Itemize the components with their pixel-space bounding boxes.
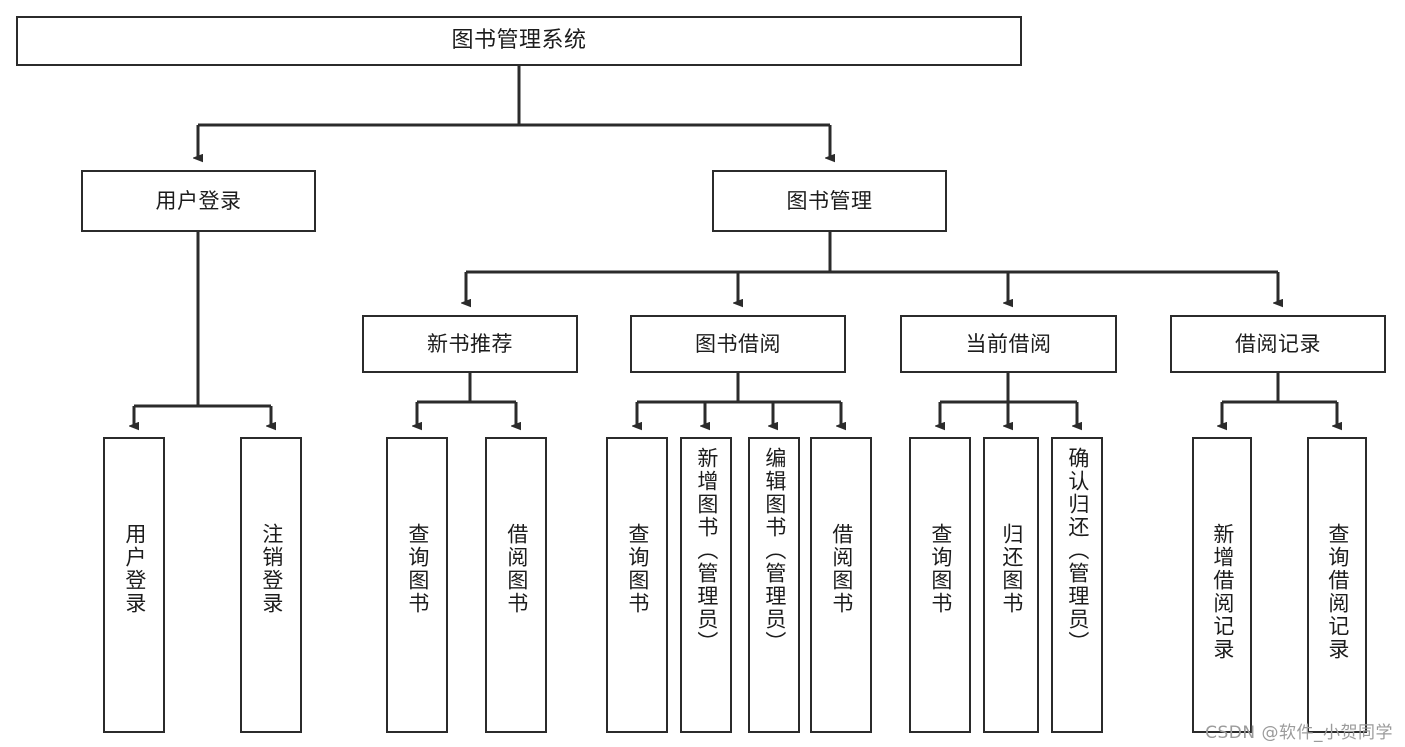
node-label: 查询借阅记录	[1325, 523, 1350, 661]
node-label: 借阅图书	[504, 523, 529, 615]
node-new-book-recommend[interactable]: 新书推荐	[362, 315, 578, 373]
node-label: 确认归还（管理员）	[1065, 447, 1090, 654]
node-label: 注销登录	[259, 523, 284, 615]
node-user-login[interactable]: 用户登录	[81, 170, 316, 232]
leaf-book-borrow-edit-book-admin[interactable]: 编辑图书（管理员）	[748, 437, 800, 733]
node-label: 查询图书	[625, 523, 650, 615]
leaf-new-book-query-book[interactable]: 查询图书	[386, 437, 448, 733]
node-label: 查询图书	[928, 523, 953, 615]
node-book-management[interactable]: 图书管理	[712, 170, 947, 232]
leaf-book-borrow-query-book[interactable]: 查询图书	[606, 437, 668, 733]
node-root-book-management-system[interactable]: 图书管理系统	[16, 16, 1022, 66]
leaf-current-borrow-query-book[interactable]: 查询图书	[909, 437, 971, 733]
node-label: 新书推荐	[427, 331, 513, 356]
node-label: 借阅记录	[1235, 331, 1321, 356]
leaf-new-book-borrow-book[interactable]: 借阅图书	[485, 437, 547, 733]
node-label: 用户登录	[155, 188, 242, 213]
node-label: 编辑图书（管理员）	[762, 447, 787, 654]
node-current-borrow[interactable]: 当前借阅	[900, 315, 1117, 373]
leaf-current-borrow-confirm-return-admin[interactable]: 确认归还（管理员）	[1051, 437, 1103, 733]
leaf-borrow-record-query-record[interactable]: 查询借阅记录	[1307, 437, 1367, 733]
node-label: 归还图书	[999, 523, 1024, 615]
leaf-user-login-logout[interactable]: 注销登录	[240, 437, 302, 733]
node-label: 新增图书（管理员）	[694, 447, 719, 654]
leaf-book-borrow-borrow-book[interactable]: 借阅图书	[810, 437, 872, 733]
node-borrow-record[interactable]: 借阅记录	[1170, 315, 1386, 373]
csdn-watermark: CSDN @软件_小贺同学	[1205, 723, 1393, 743]
node-label: 图书管理	[786, 188, 873, 213]
node-label: 当前借阅	[965, 331, 1052, 356]
leaf-user-login-login[interactable]: 用户登录	[103, 437, 165, 733]
leaf-current-borrow-return-book[interactable]: 归还图书	[983, 437, 1039, 733]
node-label: 查询图书	[405, 523, 430, 615]
leaf-book-borrow-add-book-admin[interactable]: 新增图书（管理员）	[680, 437, 732, 733]
node-label: 用户登录	[122, 523, 147, 615]
node-label: 图书管理系统	[451, 28, 587, 54]
node-label: 新增借阅记录	[1210, 523, 1235, 661]
node-label: 图书借阅	[695, 331, 781, 356]
node-book-borrow[interactable]: 图书借阅	[630, 315, 846, 373]
node-label: 借阅图书	[829, 523, 854, 615]
leaf-borrow-record-add-record[interactable]: 新增借阅记录	[1192, 437, 1252, 733]
